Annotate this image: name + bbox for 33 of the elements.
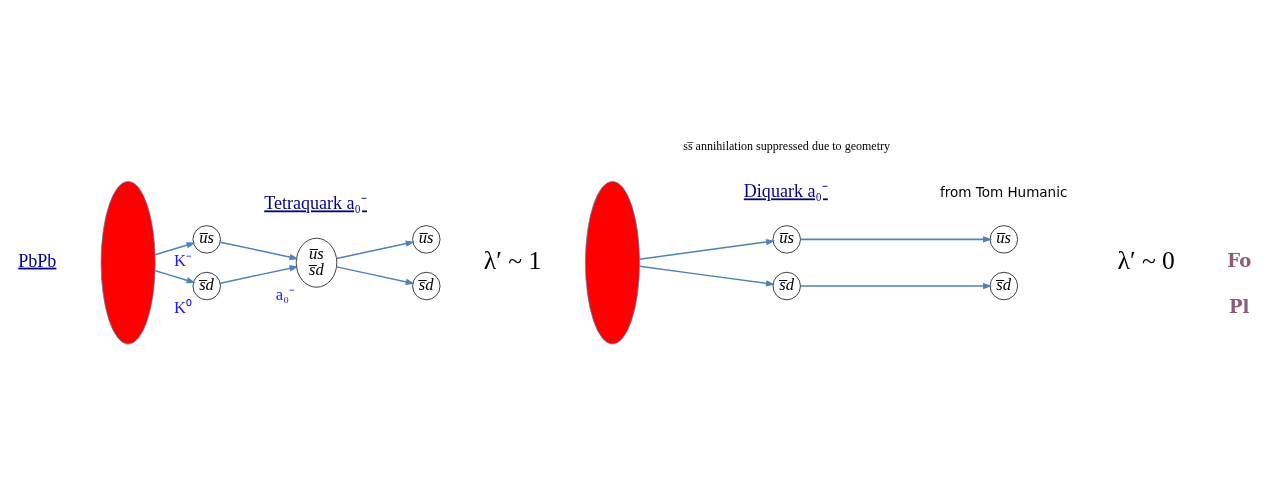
label: Tetraquark a₀⁻ (264, 192, 367, 213)
label: ss̅ annihilation suppressed due to geometry (683, 138, 891, 153)
node-circle: s̅d (772, 271, 801, 300)
node-ellipse: u̅s s̅d (295, 237, 338, 288)
arrow (799, 235, 993, 243)
arrow (799, 282, 993, 289)
arrow (638, 238, 776, 260)
node-circle: u̅s (412, 224, 441, 253)
node-circle: u̅s (989, 224, 1018, 253)
node-label: a₀⁻ (275, 284, 295, 304)
arrow (638, 265, 776, 286)
node-ellipse (100, 180, 156, 344)
label: Pl (1228, 295, 1250, 317)
node-circle: u̅s (772, 224, 801, 253)
node-circle: s̅d (192, 271, 221, 300)
arrow (335, 240, 415, 259)
node-label: K⁰ (174, 297, 193, 317)
label: from Tom Humanic (939, 183, 1068, 200)
arrow (154, 269, 196, 283)
arrow (219, 240, 299, 260)
node-circle: s̅d (412, 271, 441, 300)
arrow (335, 265, 415, 285)
label: Fo (1227, 249, 1252, 271)
arrow (154, 241, 196, 255)
arrow (219, 264, 299, 284)
label: λ′ ~ 0 (1117, 245, 1175, 275)
node-ellipse (585, 180, 640, 344)
node-circle: u̅s (192, 224, 221, 253)
label: PbPb (18, 250, 57, 271)
node-circle: s̅d (989, 271, 1018, 300)
label: Diquark a₀⁻ (743, 180, 828, 201)
label: λ′ ~ 1 (483, 245, 542, 275)
node-label: K⁻ (174, 250, 193, 270)
